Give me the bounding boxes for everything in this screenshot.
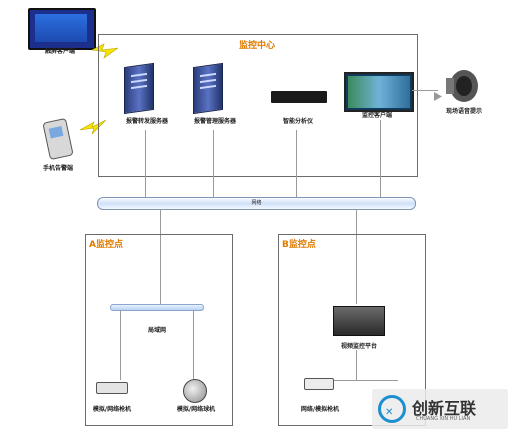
connector-line: [296, 130, 297, 198]
lan-label: 局域网: [147, 327, 166, 334]
site-b-camera-label: 网络/模拟枪机: [300, 406, 340, 413]
alarm-forward-server-label: 报警转发服务器: [125, 118, 168, 125]
dome-camera-icon: [183, 379, 207, 403]
speaker-label: 现场语音提示: [445, 108, 482, 115]
watermark-brand: 创新互联: [412, 399, 477, 418]
lan-bar: [110, 304, 204, 311]
network-pipe: 网络: [97, 197, 416, 210]
arrow-icon: [434, 86, 442, 105]
tablet-client-label: 触屏客户端: [44, 48, 75, 55]
monitor-center-title: 监控中心: [238, 41, 275, 51]
smart-analyzer-label: 智能分析仪: [282, 118, 313, 125]
watermark-logo-icon: ✕: [378, 395, 406, 423]
camera1-label: 模拟/网络枪机: [92, 406, 132, 413]
smart-analyzer-icon: [271, 91, 327, 103]
alarm-manage-server-label: 报警管理服务器: [193, 118, 236, 125]
alarm-manage-server-icon: [193, 62, 223, 115]
bullet-camera-icon: [96, 382, 128, 394]
monitor-client-label: 监控客户端: [361, 112, 392, 119]
phone-icon: [42, 117, 74, 161]
network-label: 网络: [251, 200, 262, 206]
connector-line: [213, 130, 214, 198]
site-b-title: B监控点: [282, 240, 316, 250]
connector-line: [120, 310, 121, 380]
nvr-icon: [333, 306, 385, 336]
video-wall-icon: [344, 72, 414, 112]
site-b-box: [278, 234, 426, 426]
connector-line: [193, 310, 194, 380]
phone-alarm-label: 手机告警端: [42, 165, 73, 172]
connector-line: [380, 120, 381, 198]
connector-line: [356, 350, 357, 380]
watermark: ✕ 创新互联 CHUANG XIN HU LIAN: [372, 389, 508, 429]
site-a-box: [85, 234, 233, 426]
connector-line: [412, 90, 438, 91]
platform-label: 视频监控平台: [340, 343, 377, 350]
site-a-title: A监控点: [89, 240, 123, 250]
connector-line: [160, 209, 161, 304]
connector-line: [318, 380, 398, 381]
alarm-forward-server-icon: [124, 62, 154, 115]
connector-line: [356, 209, 357, 304]
connector-line: [145, 130, 146, 198]
monitor-center-box: [98, 34, 418, 177]
network-camera-icon: [304, 378, 334, 390]
tablet-client-icon: [28, 8, 96, 50]
watermark-sub: CHUANG XIN HU LIAN: [416, 416, 471, 422]
speaker-icon: [442, 66, 482, 110]
camera2-label: 模拟/网络球机: [176, 406, 216, 413]
